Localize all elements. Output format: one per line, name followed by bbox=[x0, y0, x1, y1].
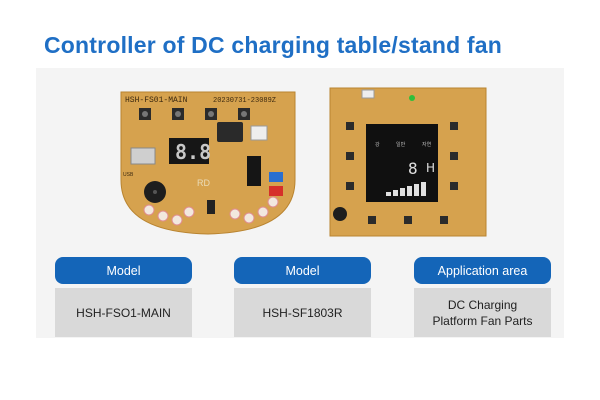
model-card-1-header: Model bbox=[55, 257, 192, 284]
pcb-logo: RD bbox=[197, 178, 210, 188]
ic-chip bbox=[207, 200, 215, 214]
inductor bbox=[217, 122, 243, 142]
display-icon-label-2: 일반 bbox=[396, 141, 406, 148]
tact-button-2 bbox=[172, 108, 184, 120]
tact-button-3 bbox=[205, 108, 217, 120]
dc-jack bbox=[247, 156, 261, 186]
connector-red bbox=[269, 186, 283, 196]
seven-seg-display bbox=[169, 138, 209, 164]
pcb-board-main: HSH-FS01-MAIN 20230731-23089Z USB 8.8 RD bbox=[117, 88, 299, 238]
model-card-1-value: HSH-FSO1-MAIN bbox=[55, 288, 192, 337]
buzzer-small bbox=[333, 207, 347, 221]
button-grid bbox=[346, 122, 458, 224]
model-card-1: Model HSH-FSO1-MAIN bbox=[55, 257, 192, 337]
usb-label: USB bbox=[123, 172, 134, 178]
application-area-value: DC Charging Platform Fan Parts bbox=[414, 288, 551, 337]
pcb-board-display: 강 일반 자연 8 H bbox=[328, 86, 488, 238]
display-digit: 8 bbox=[408, 159, 418, 178]
speed-bar-indicator bbox=[386, 182, 426, 196]
usb-port bbox=[130, 147, 156, 165]
connector-white bbox=[250, 125, 268, 141]
application-area-card: Application area DC Charging Platform Fa… bbox=[414, 257, 551, 337]
led-row bbox=[143, 196, 279, 226]
model-card-2-header: Model bbox=[234, 257, 371, 284]
display-icon-label-3: 자연 bbox=[422, 141, 432, 148]
display-letter: H bbox=[426, 161, 435, 175]
pcb-silk-model: HSH-FS01-MAIN bbox=[125, 96, 188, 105]
display-icon-label-1: 강 bbox=[375, 141, 380, 148]
connector-blue bbox=[269, 172, 283, 182]
status-led-green bbox=[409, 95, 415, 101]
pcb-silk-date: 20230731-23089Z bbox=[213, 97, 276, 105]
model-card-2: Model HSH-SF1803R bbox=[234, 257, 371, 337]
model-card-2-value: HSH-SF1803R bbox=[234, 288, 371, 337]
application-area-header: Application area bbox=[414, 257, 551, 284]
tact-button-1 bbox=[139, 108, 151, 120]
connector-top bbox=[361, 89, 375, 99]
tact-button-4 bbox=[238, 108, 250, 120]
seven-seg-digits: 8.8 bbox=[175, 140, 211, 164]
page-title: Controller of DC charging table/stand fa… bbox=[44, 32, 503, 58]
